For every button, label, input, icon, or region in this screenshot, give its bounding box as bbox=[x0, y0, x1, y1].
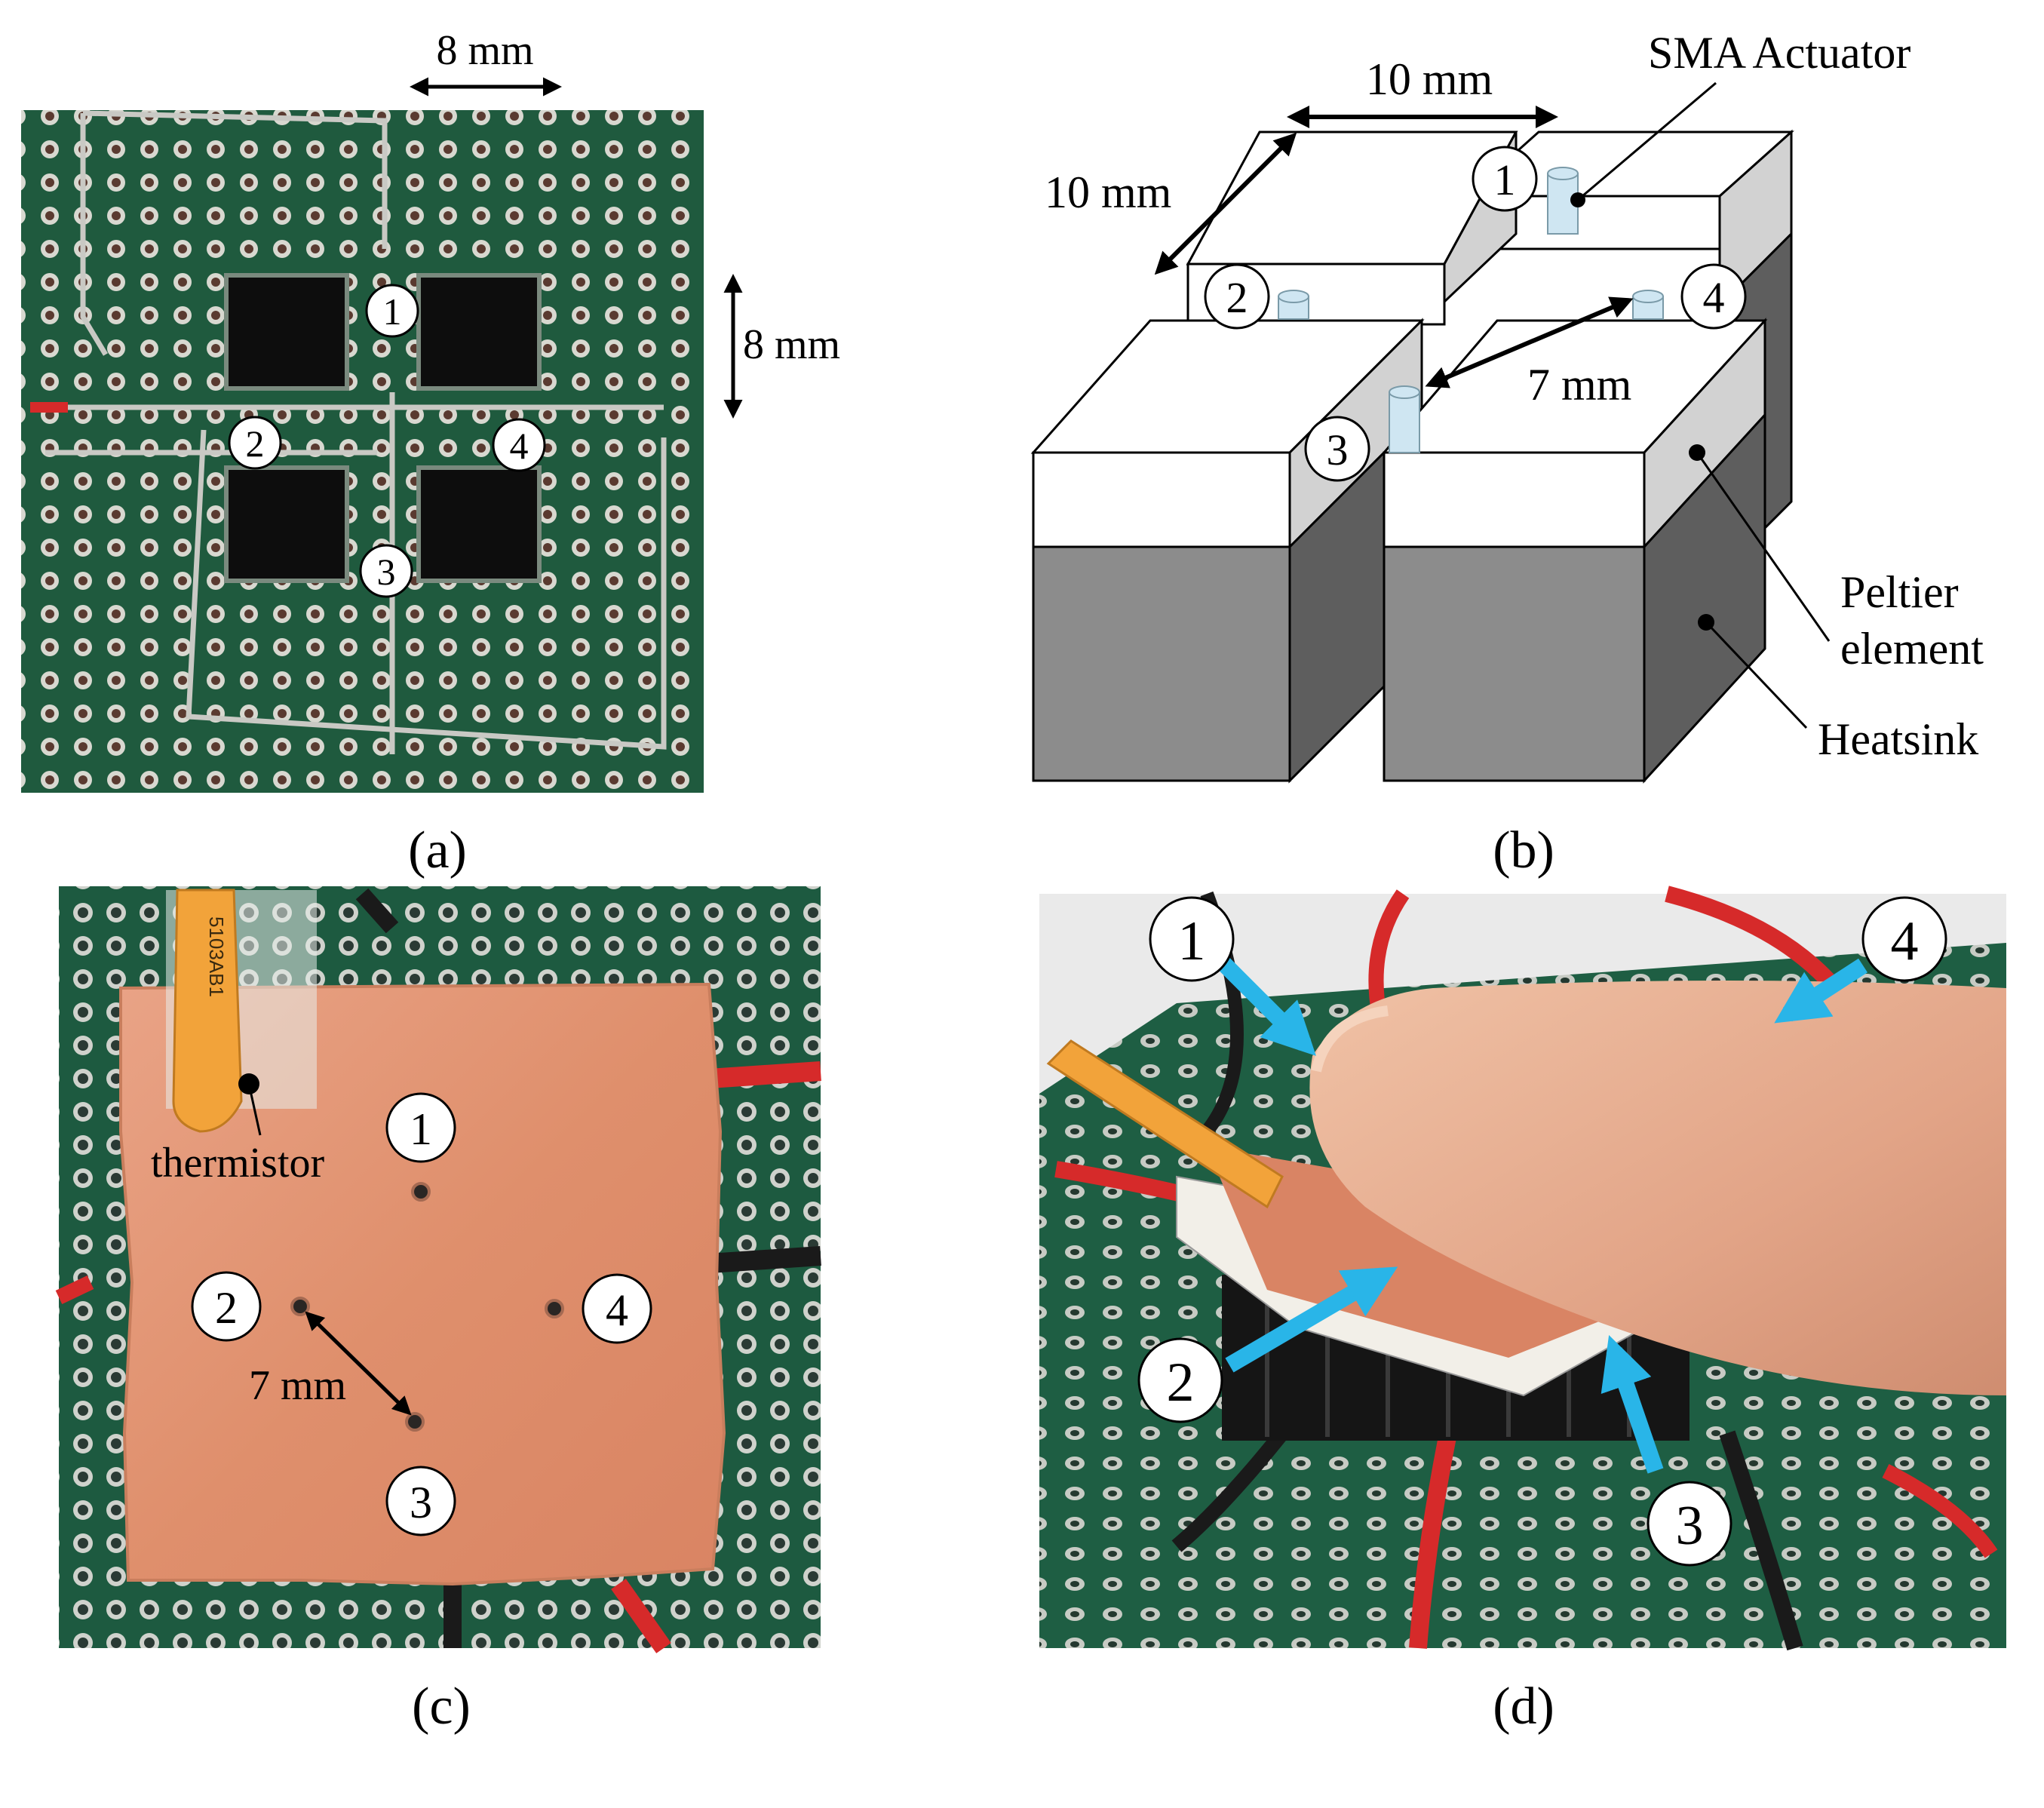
panel-c-thermistor-strip bbox=[172, 889, 243, 1133]
panel-b-annotations: 10 mm 10 mm 7 mm SMA Actuator Peltier el… bbox=[1045, 28, 1984, 879]
panel-a-marker-3: 3 bbox=[359, 544, 413, 598]
panel-b-peltier-label-2: element bbox=[1840, 624, 1984, 674]
panel-c-marker-4: 4 bbox=[582, 1273, 652, 1344]
svg-text:1: 1 bbox=[410, 1104, 432, 1154]
panel-b-dim-width-label: 10 mm bbox=[1366, 54, 1493, 104]
panel-b bbox=[1030, 129, 1794, 784]
panel-b-dim-spacing-label: 7 mm bbox=[1527, 360, 1631, 410]
panel-c-marker-2: 2 bbox=[191, 1271, 262, 1342]
panel-d-arrow-4 bbox=[1774, 958, 1868, 1024]
panel-b-caption: (b) bbox=[1493, 821, 1554, 879]
panel-b-dim-spacing-arrow bbox=[1425, 296, 1634, 388]
panel-a-marker-4: 4 bbox=[492, 418, 546, 472]
panel-d-arrow-3 bbox=[1601, 1335, 1664, 1474]
svg-text:2: 2 bbox=[1226, 273, 1248, 322]
svg-text:1: 1 bbox=[383, 290, 402, 333]
svg-text:4: 4 bbox=[510, 425, 529, 467]
panel-c-copper-plate bbox=[119, 982, 726, 1586]
panel-d-copper bbox=[1207, 1146, 1659, 1358]
panel-d-thermistor-strip bbox=[1046, 1039, 1284, 1209]
panel-b-heatsink-dot bbox=[1698, 614, 1714, 631]
svg-text:2: 2 bbox=[215, 1283, 238, 1333]
panel-b-marker-1: 1 bbox=[1472, 146, 1538, 212]
panel-a-marker-2: 2 bbox=[228, 416, 282, 470]
panel-b-heatsink-label: Heatsink bbox=[1818, 714, 1978, 764]
panel-d-arrow-1 bbox=[1212, 952, 1316, 1056]
svg-text:1: 1 bbox=[1178, 910, 1206, 972]
panel-b-dim-depth-label: 10 mm bbox=[1045, 167, 1171, 217]
panel-b-marker-2: 2 bbox=[1204, 263, 1270, 330]
panel-c-wires bbox=[55, 888, 821, 1653]
panel-a-dim-h-label: 8 mm bbox=[436, 27, 533, 74]
panel-b-peltier-leader bbox=[1696, 452, 1831, 642]
panel-b-actuator-dot bbox=[1570, 192, 1585, 207]
panel-d-caption: (d) bbox=[1493, 1678, 1554, 1736]
panel-b-marker-3: 3 bbox=[1304, 416, 1370, 482]
svg-text:1: 1 bbox=[1494, 155, 1516, 204]
panel-c: 5103AB1 thermistor 7 mm 1 2 3 4 (c) bbox=[55, 886, 821, 1736]
panel-b-peltier-label-1: Peltier bbox=[1840, 567, 1959, 617]
panel-c-dim-spacing-arrow bbox=[305, 1311, 412, 1416]
panel-d-marker-3: 3 bbox=[1647, 1481, 1732, 1567]
svg-text:3: 3 bbox=[377, 551, 396, 593]
panel-b-marker-4: 4 bbox=[1680, 263, 1747, 330]
panel-c-holes bbox=[290, 1182, 564, 1432]
panel-d-marker-4: 4 bbox=[1861, 896, 1947, 982]
panel-b-block-front-left bbox=[1030, 318, 1425, 784]
panel-b-actuator-label: SMA Actuator bbox=[1648, 28, 1910, 78]
panel-a-dim-v-label: 8 mm bbox=[743, 321, 840, 368]
panel-c-caption: (c) bbox=[412, 1678, 471, 1736]
panel-c-thermistor-leader bbox=[247, 1083, 262, 1136]
panel-a-caption: (a) bbox=[408, 821, 467, 879]
svg-text:3: 3 bbox=[410, 1478, 432, 1527]
panel-d-arrows bbox=[1212, 952, 1868, 1474]
svg-text:3: 3 bbox=[1676, 1495, 1704, 1557]
svg-text:4: 4 bbox=[606, 1285, 628, 1335]
panel-d-fingernail-highlight bbox=[1311, 1005, 1389, 1073]
panel-d-marker-1: 1 bbox=[1149, 896, 1235, 982]
panel-d-arrow-2 bbox=[1225, 1266, 1398, 1373]
svg-text:4: 4 bbox=[1703, 273, 1725, 322]
panel-c-marker-1: 1 bbox=[385, 1092, 456, 1163]
panel-b-peltier-dot bbox=[1689, 444, 1705, 461]
panel-c-thermistor-label: thermistor bbox=[151, 1140, 325, 1186]
panel-b-heatsink-leader bbox=[1705, 621, 1808, 729]
svg-text:4: 4 bbox=[1891, 910, 1919, 972]
svg-text:2: 2 bbox=[246, 422, 265, 465]
panel-c-sticker-text: 5103AB1 bbox=[205, 916, 228, 997]
svg-text:3: 3 bbox=[1327, 425, 1349, 474]
panel-d: 1 2 3 4 (d) bbox=[1039, 886, 2006, 1736]
panel-a-peltier-holes bbox=[224, 273, 542, 583]
panel-d-marker-2: 2 bbox=[1137, 1337, 1223, 1423]
svg-text:2: 2 bbox=[1167, 1352, 1195, 1414]
panel-c-dim-spacing-label: 7 mm bbox=[249, 1362, 346, 1409]
panel-a-marker-1: 1 bbox=[365, 284, 419, 338]
panel-b-actuator-leader bbox=[1577, 81, 1717, 201]
panel-c-marker-3: 3 bbox=[385, 1466, 456, 1536]
panel-b-dim-depth-arrow bbox=[1154, 132, 1297, 275]
panel-d-finger bbox=[1309, 981, 2006, 1395]
panel-a: 8 mm 8 mm 1 2 3 4 (a) bbox=[21, 27, 840, 879]
